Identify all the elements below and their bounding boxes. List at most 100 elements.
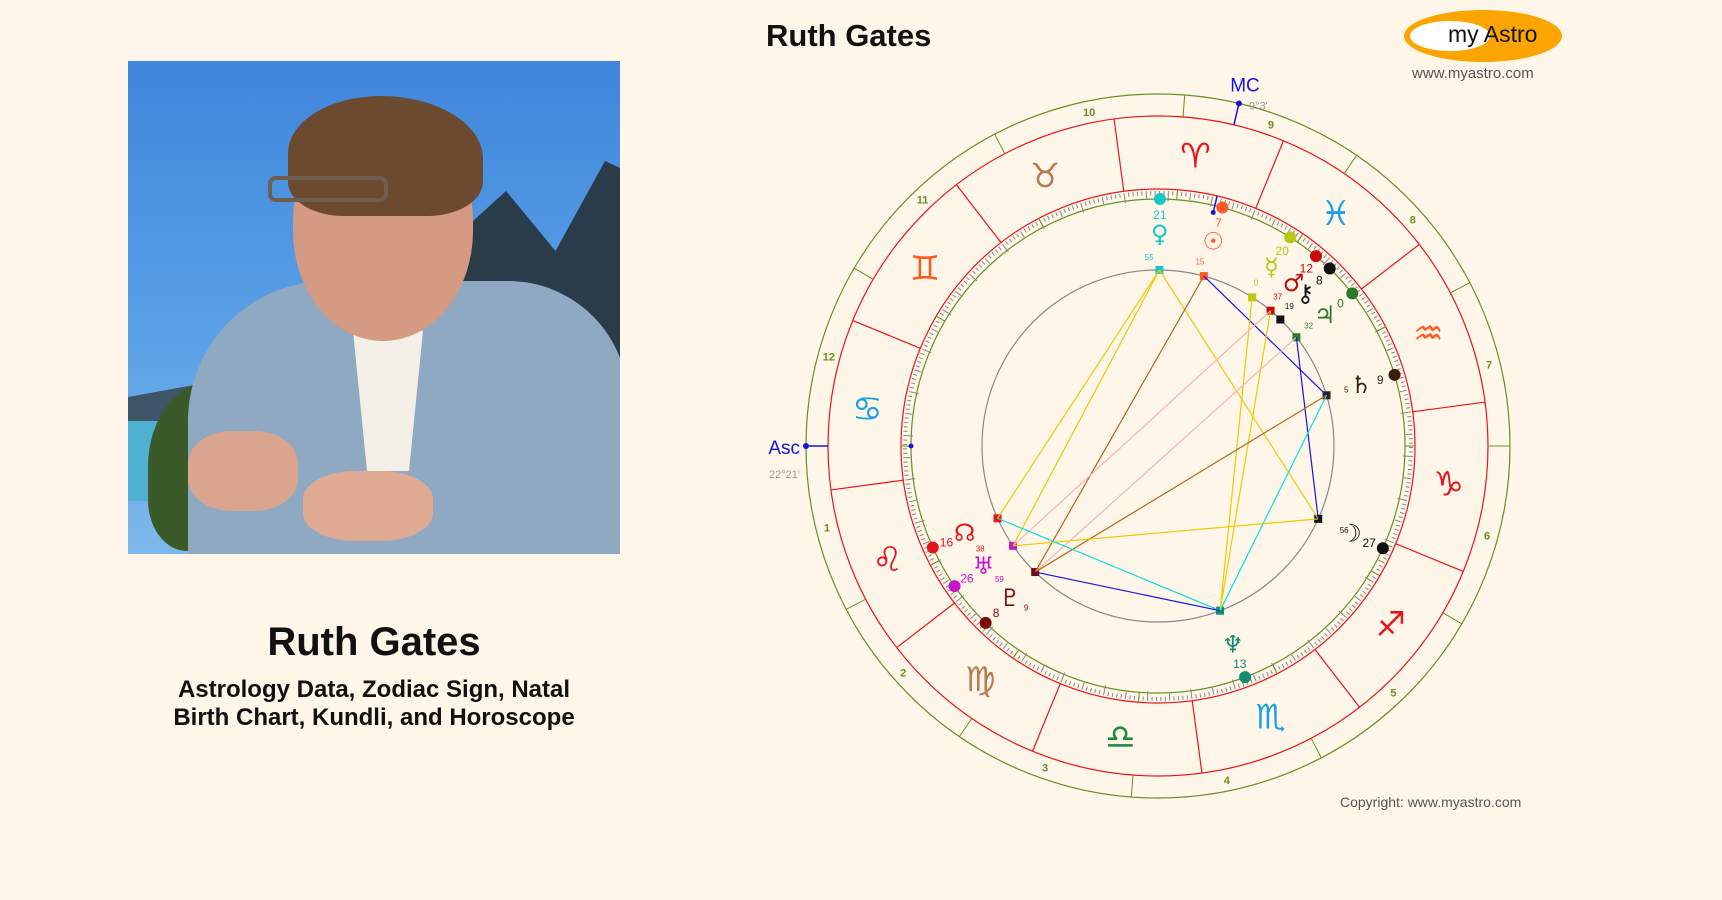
degree-tick: [1396, 524, 1401, 527]
degree-tick: [1325, 628, 1332, 634]
degree-tick: [966, 277, 970, 281]
planet-marker-saturn: [1388, 368, 1401, 381]
degree-tick: [1399, 389, 1407, 393]
degree-tick: [907, 491, 912, 494]
degree-tick: [1404, 398, 1409, 401]
aspect-line: [1158, 269, 1319, 520]
degree-tick: [1080, 202, 1085, 213]
degree-tick: [1401, 385, 1406, 388]
degree-tick: [982, 628, 987, 632]
degree-tick: [1102, 685, 1107, 696]
degree-tick: [1382, 556, 1387, 560]
degree-tick: [1241, 682, 1245, 687]
degree-tick: [958, 602, 963, 606]
degree-tick: [1391, 351, 1396, 354]
degree-tick: [1047, 215, 1050, 220]
sign-boundary-line: [1412, 401, 1486, 413]
degree-tick: [1321, 636, 1325, 640]
jupiter-icon: ♃: [1314, 301, 1336, 329]
house-number-8: 8: [1410, 214, 1416, 226]
degree-tick: [960, 283, 965, 288]
aspect-line: [1034, 336, 1297, 573]
degree-tick: [1195, 694, 1197, 699]
degree-tick: [1373, 315, 1378, 319]
degree-tick: [1303, 649, 1308, 654]
degree-tick: [945, 584, 950, 588]
degree-tick: [1405, 402, 1410, 405]
degree-tick: [1027, 226, 1031, 231]
degree-tick: [906, 487, 911, 490]
zodiac-libra-icon: ♎: [1105, 718, 1135, 758]
degree-tick: [914, 369, 922, 373]
degree-tick: [1056, 676, 1059, 681]
site-url-link[interactable]: www.myastro.com: [1412, 65, 1534, 82]
degree-tick: [1376, 568, 1381, 572]
myastro-logo[interactable]: my Astro: [1404, 10, 1562, 62]
degree-tick: [1289, 659, 1293, 664]
degree-tick: [1107, 691, 1110, 697]
degree-tick: [1208, 691, 1210, 696]
degree-tick: [1384, 553, 1389, 556]
uranus-degree: 26: [960, 572, 974, 586]
house-cusp-line: [845, 598, 866, 610]
degree-tick: [1337, 621, 1341, 625]
degree-tick: [1270, 670, 1273, 675]
degree-tick: [1277, 666, 1281, 671]
profile-photo: [128, 61, 620, 554]
degree-tick: [1386, 347, 1394, 351]
degree-tick: [1031, 224, 1035, 229]
degree-tick: [1090, 687, 1093, 693]
degree-tick: [1276, 221, 1280, 226]
mars-minute: 37: [1273, 293, 1282, 302]
degree-tick: [915, 365, 920, 368]
degree-tick: [907, 399, 912, 402]
degree-tick: [969, 273, 978, 282]
degree-tick: [1345, 276, 1349, 280]
house-cusp-line: [1343, 155, 1358, 174]
mercury-minute: 0: [1254, 279, 1259, 288]
degree-tick: [1330, 627, 1335, 631]
degree-tick: [910, 504, 915, 507]
degree-tick: [1364, 576, 1374, 583]
degree-tick: [1193, 193, 1196, 198]
zodiac-cancer-icon: ♋: [852, 390, 882, 430]
degree-tick: [1354, 596, 1362, 602]
planet-marker-jupiter: [1346, 287, 1359, 300]
degree-tick: [1314, 641, 1318, 646]
degree-tick: [939, 312, 944, 316]
house-cusp-line: [958, 718, 973, 737]
mc-axis-line: [1233, 103, 1240, 126]
planet-marker-mars: [1309, 250, 1322, 263]
degree-tick: [1016, 233, 1020, 238]
degree-tick: [985, 626, 994, 635]
degree-tick: [1123, 193, 1126, 204]
degree-tick: [1021, 652, 1028, 662]
degree-tick: [933, 565, 938, 569]
degree-tick: [935, 320, 940, 324]
house-cusp-tick: [1272, 664, 1278, 674]
degree-tick: [1237, 683, 1241, 688]
degree-tick: [913, 373, 918, 376]
neptune-icon: ♆: [1222, 630, 1244, 658]
sign-boundary-line: [1255, 140, 1285, 209]
degree-tick: [1120, 694, 1123, 699]
degree-tick: [916, 525, 921, 529]
degree-tick: [1088, 200, 1091, 205]
degree-tick: [1040, 666, 1045, 673]
house-cusp-line: [1450, 282, 1471, 294]
degree-tick: [938, 573, 943, 577]
degree-tick: [1372, 576, 1377, 580]
degree-tick: [955, 595, 965, 603]
planet-marker-uranus: [948, 580, 961, 593]
degree-tick: [1362, 590, 1367, 594]
degree-tick: [931, 328, 938, 333]
degree-tick: [1400, 381, 1405, 384]
degree-tick: [1295, 232, 1299, 237]
degree-tick: [1385, 339, 1390, 342]
degree-tick: [1382, 331, 1387, 334]
moon-minute: 56: [1340, 526, 1349, 535]
degree-tick: [936, 569, 941, 573]
aspect-line: [1203, 275, 1327, 396]
planet-marker-venus: [1153, 193, 1166, 206]
sign-boundary-line: [1314, 649, 1361, 708]
